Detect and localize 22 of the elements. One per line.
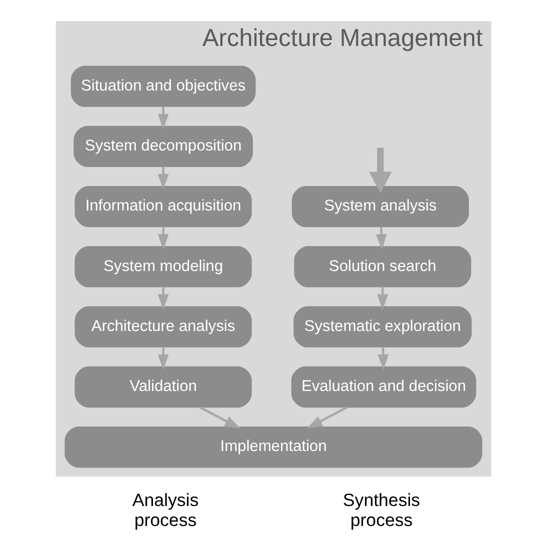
node-box: Evaluation and decision	[291, 366, 476, 408]
node-box: Systematic exploration	[294, 306, 472, 348]
arrow	[306, 406, 348, 429]
node-box: Implementation	[64, 426, 482, 468]
node-box: System decomposition	[74, 126, 253, 168]
label: Analysis process	[132, 490, 199, 530]
arrow	[158, 286, 169, 310]
arrow	[158, 226, 169, 250]
node-box: Architecture analysis	[74, 306, 252, 348]
node-box: Situation and objectives	[70, 66, 256, 107]
arrow	[369, 148, 392, 194]
node-box: Information acquisition	[74, 186, 252, 228]
arrow	[198, 406, 240, 429]
node-box: System analysis	[292, 186, 469, 228]
arrow	[158, 166, 169, 190]
node-box: Validation	[74, 366, 252, 408]
arrow	[376, 226, 387, 250]
label: Synthesis process	[342, 490, 420, 530]
node-box: Solution search	[294, 246, 472, 288]
arrow	[158, 346, 169, 370]
arrow	[158, 106, 169, 130]
node-box: System modeling	[74, 246, 252, 288]
